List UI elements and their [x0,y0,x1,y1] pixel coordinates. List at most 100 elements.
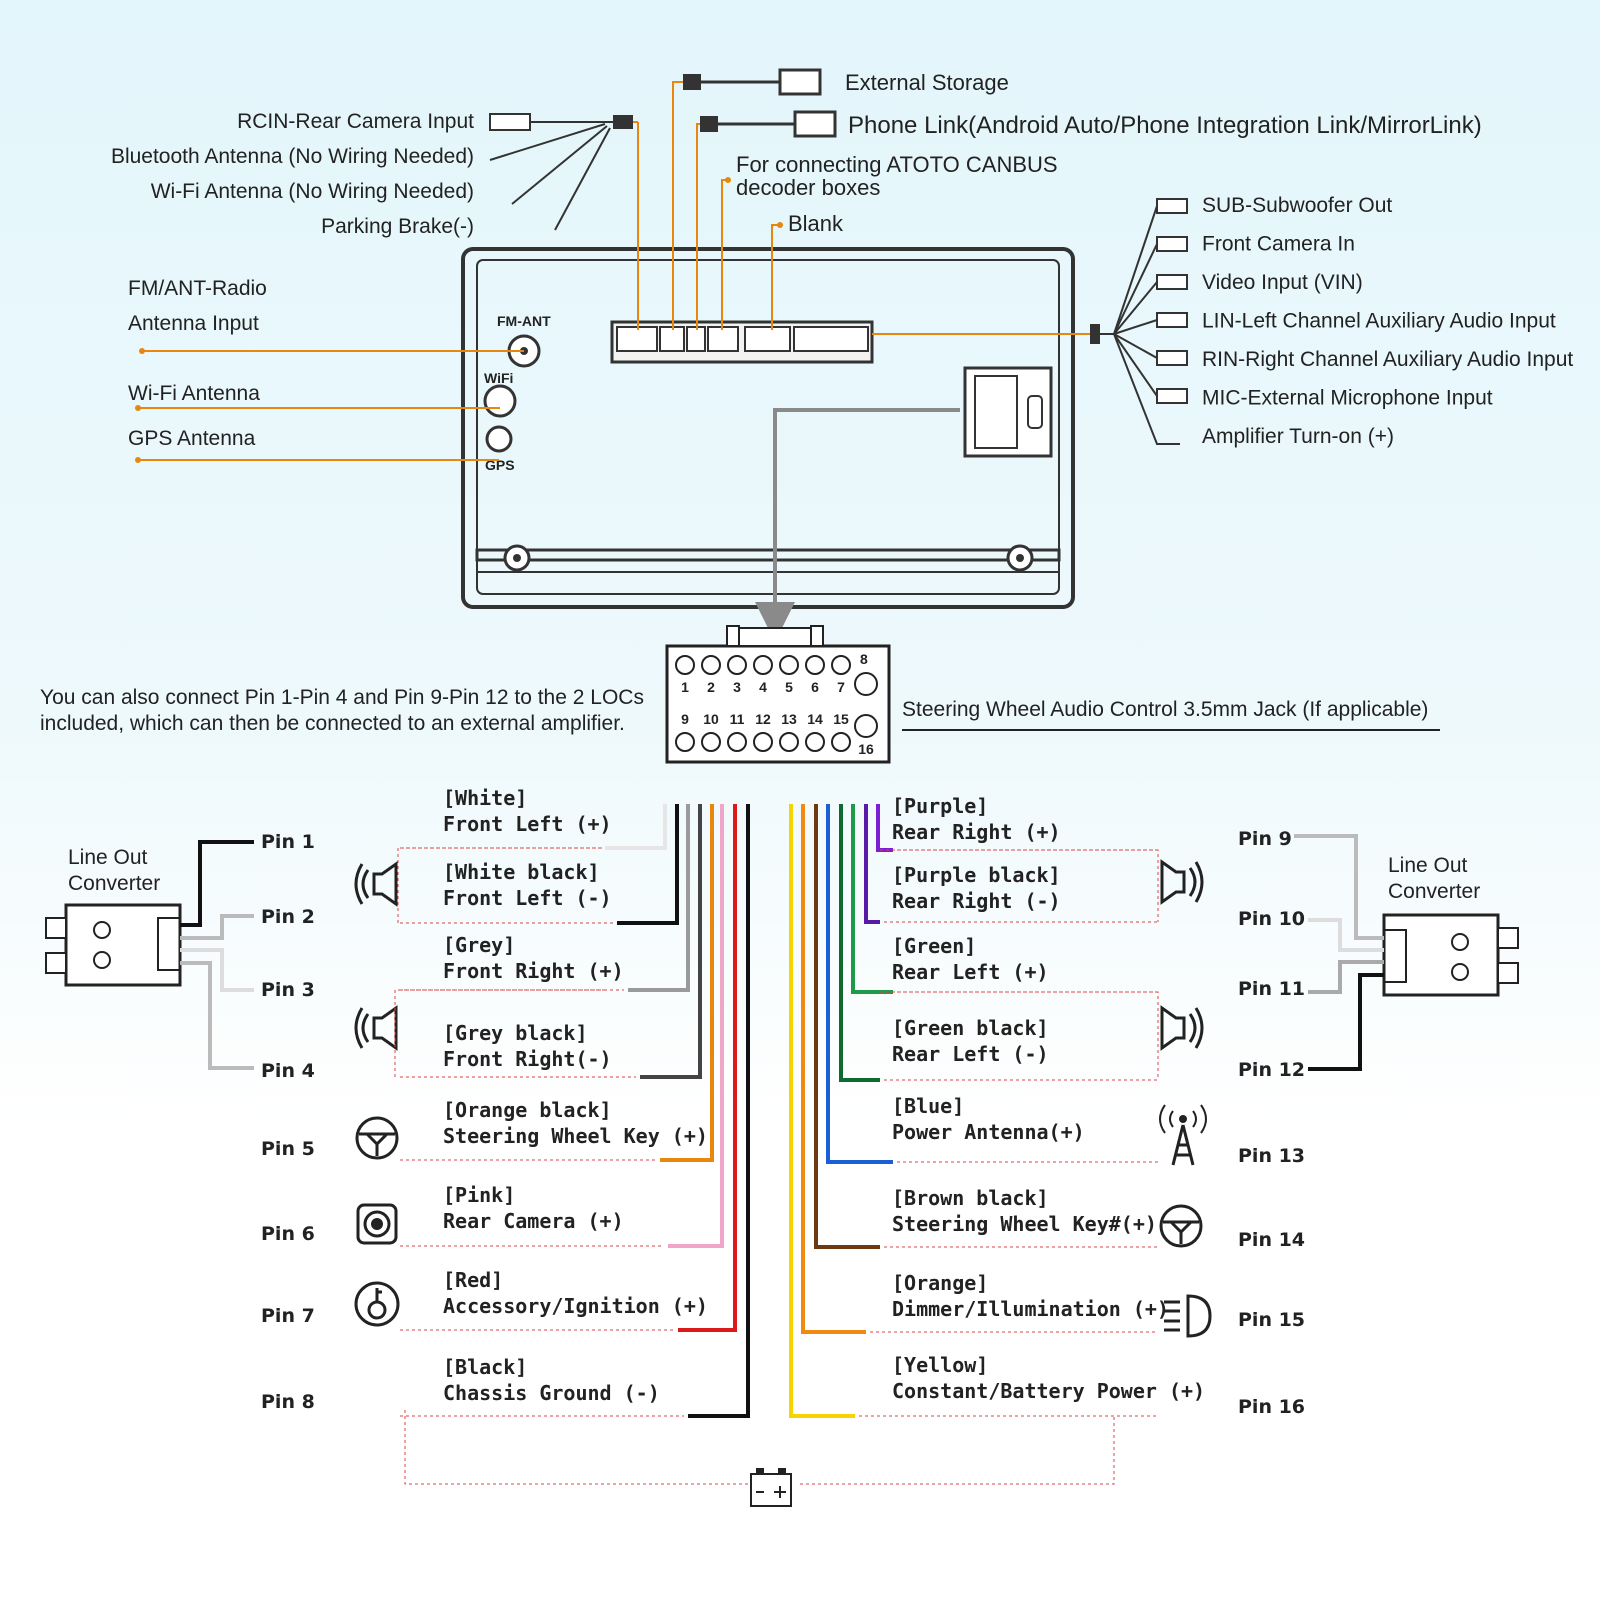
wire-function-label: Rear Right (+) [892,820,1061,844]
speaker-box [397,847,605,923]
pin-number: 12 [755,711,771,727]
wire-function-label: Constant/Battery Power (+) [892,1379,1205,1403]
battery-loop [404,1410,1115,1485]
speaker-right-icon [1160,1005,1204,1051]
rca-label: LIN-Left Channel Auxiliary Audio Input [1202,310,1556,333]
line-out-right-line1: Line Out [1388,854,1468,877]
rear-camera-input-label: RCIN-Rear Camera Input [237,110,474,133]
wire-color-label: [Purple] [892,794,988,818]
gps-socket [485,425,513,453]
speaker-box [880,991,1159,1080]
wire-function-label: Rear Left (-) [892,1042,1049,1066]
pin-hole [805,655,825,675]
wifi-socket [483,384,517,418]
left-wire [660,804,714,1162]
pin-hole [831,655,851,675]
wire-function-label: Front Left (+) [443,812,612,836]
left-wire-rows: [White]Front Left (+)Pin 1[White black]F… [261,786,708,1417]
wire-function-label: Steering Wheel Key#(+) [892,1212,1157,1236]
wire-color-label: [Green black] [892,1016,1049,1040]
wire-color-label: [Brown black] [892,1186,1049,1210]
pin-number: 16 [858,741,874,757]
pin-number: 10 [703,711,719,727]
sixteen-pin-connector [665,625,891,764]
pin-label: Pin 6 [261,1223,315,1245]
main-connector-block [610,320,874,364]
canbus-label-line2: decoder boxes [736,175,880,200]
pin-label: Pin 3 [261,979,315,1001]
right-wire [801,804,866,1334]
pin-hole [779,732,799,752]
fm-ant-mark: FM-ANT [497,313,551,329]
wifi-mark: WiFi [484,370,513,386]
wire-function-label: Accessory/Ignition (+) [443,1294,708,1318]
top-left-cable-bundle [489,113,639,330]
wire-function-label: Front Right (+) [443,959,624,983]
usb-leads [672,68,837,330]
pin-hole [675,732,695,752]
pin-label: Pin 7 [261,1305,315,1327]
wire-function-label: Dimmer/Illumination (+) [892,1297,1169,1321]
pin-number: 8 [860,651,868,667]
pin-hole [701,655,721,675]
pin-label: Pin 13 [1238,1145,1305,1167]
speaker-right-icon [1160,859,1204,905]
pin-hole [779,655,799,675]
pin-number: 2 [707,679,715,695]
pin-number: 7 [837,679,845,695]
rca-label: MIC-External Microphone Input [1202,387,1493,410]
pin-number: 13 [781,711,797,727]
speaker-icon [354,1005,398,1051]
pin-label: Pin 14 [1238,1229,1305,1251]
wire-color-label: [Orange] [892,1271,988,1295]
pin-number: 3 [733,679,741,695]
pin-number: 5 [785,679,793,695]
wire-color-label: [Black] [443,1355,527,1379]
wire-function-label: Rear Left (+) [892,960,1049,984]
left-wire [605,804,667,850]
wire-color-label: [Orange black] [443,1098,612,1122]
camera-icon [356,1203,398,1245]
pin-label: Pin 8 [261,1391,315,1413]
speaker-icon [354,861,398,907]
bluetooth-antenna-label: Bluetooth Antenna (No Wiring Needed) [111,145,474,168]
wire-color-label: [Grey black] [443,1021,588,1045]
wire-color-label: [Red] [443,1268,503,1292]
pin-label: Pin 12 [1238,1059,1305,1081]
pin-label: Pin 9 [1238,828,1292,850]
headlight-icon [1164,1294,1212,1338]
rca-label: Amplifier Turn-on (+) [1202,425,1394,448]
right-wire [814,804,880,1249]
right-wire [826,804,893,1164]
wire-color-label: [Purple black] [892,863,1061,887]
pin-hole [854,672,878,696]
wifi-antenna-label: Wi-Fi Antenna [128,382,260,405]
wire-color-label: [Grey] [443,933,515,957]
wire-function-label: Rear Right (-) [892,889,1061,913]
left-wire [678,804,737,1332]
wire-function-label: Rear Camera (+) [443,1209,624,1233]
left-wire [617,804,679,925]
rca-label: Video Input (VIN) [1202,271,1363,294]
left-wire [668,804,724,1248]
wire-function-label: Steering Wheel Key (+) [443,1124,708,1148]
pin-label: Pin 4 [261,1060,315,1082]
loc-note-line1: You can also connect Pin 1-Pin 4 and Pin… [40,686,644,709]
iso-connector-socket [963,366,1053,458]
pin-hole [753,732,773,752]
pin-number: 6 [811,679,819,695]
left-wire [688,804,750,1418]
line-out-left-line1: Line Out [68,846,148,869]
steering-jack-label: Steering Wheel Audio Control 3.5mm Jack … [902,698,1428,721]
wire-function-label: Front Right(-) [443,1047,612,1071]
rca-label: SUB-Subwoofer Out [1202,194,1392,217]
wifi-wire-label: Wi-Fi Antenna (No Wiring Needed) [151,180,474,203]
wire-function-label: Front Left (-) [443,886,612,910]
wire-color-label: [Blue] [892,1094,964,1118]
battery-icon [750,1468,792,1507]
pin-label: Pin 5 [261,1138,315,1160]
wire-harness [605,804,893,1418]
